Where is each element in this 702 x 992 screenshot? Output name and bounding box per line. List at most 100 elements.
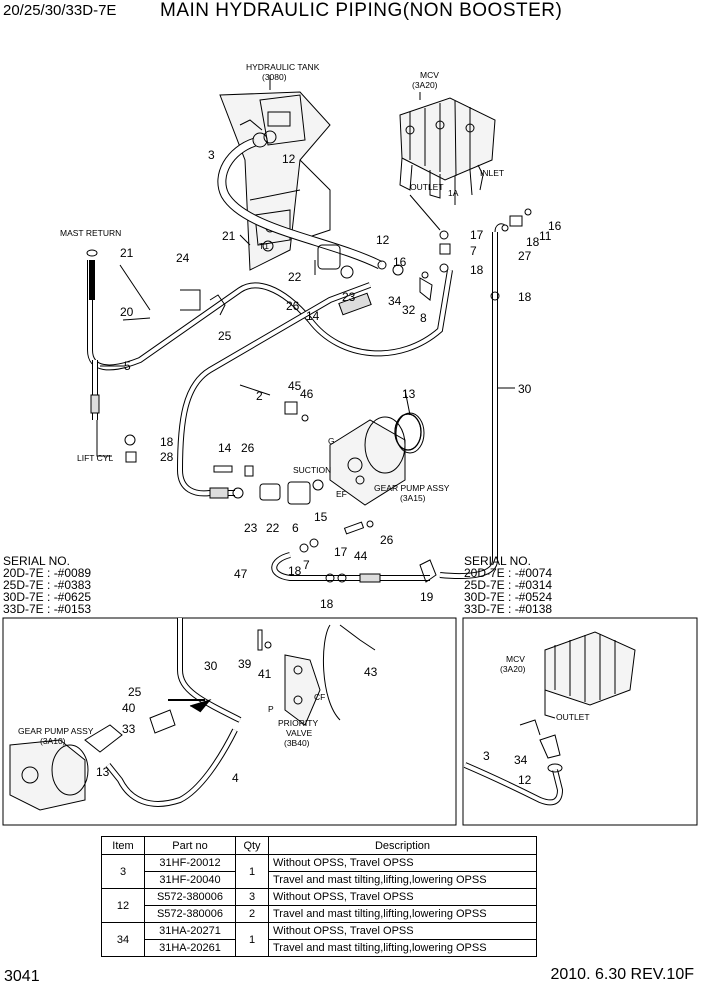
callout-22: 22 bbox=[266, 521, 280, 535]
callout-30: 30 bbox=[518, 382, 532, 396]
cell-qty: 2 bbox=[235, 905, 269, 923]
callout-27: 27 bbox=[518, 249, 532, 263]
table-row: S572-380006 2 Travel and mast tilting,li… bbox=[102, 905, 537, 923]
callout-17: 17 bbox=[334, 545, 348, 559]
revision-date: 2010. 6.30 REV.10F bbox=[550, 966, 694, 983]
inset-callout-33: 33 bbox=[122, 722, 136, 736]
table-row: 34 31HA-20271 1 Without OPSS, Travel OPS… bbox=[101, 922, 537, 957]
gear-pump-inset-code: (3A10) bbox=[40, 736, 66, 746]
port-t1-label: T1 bbox=[259, 241, 269, 251]
outlet-label: OUTLET bbox=[410, 182, 444, 192]
serial-line: 33D-7E : -#0153 bbox=[3, 602, 92, 616]
table-header-row: Item Part no Qty Description bbox=[101, 836, 537, 855]
inset-mcv-code: (3A20) bbox=[500, 664, 526, 674]
callout-18: 18 bbox=[288, 564, 302, 578]
priority-valve-code: (3B40) bbox=[284, 738, 310, 748]
callout-23: 23 bbox=[342, 290, 356, 304]
cell-part: 31HA-20271 bbox=[144, 922, 236, 940]
col-description: Description bbox=[268, 836, 537, 855]
port-g-label: G bbox=[328, 436, 335, 446]
port-p-label: P bbox=[268, 704, 274, 714]
callout-2: 2 bbox=[256, 389, 263, 403]
mast-return-label: MAST RETURN bbox=[60, 228, 121, 238]
inset-callout-43: 43 bbox=[364, 665, 378, 679]
callout-8: 8 bbox=[420, 311, 427, 325]
table-row: 12 S572-380006 3 Without OPSS, Travel OP… bbox=[101, 888, 537, 923]
callout-20: 20 bbox=[120, 305, 134, 319]
gear-pump-inset-label: GEAR PUMP ASSY bbox=[18, 726, 94, 736]
callout-13: 13 bbox=[402, 387, 416, 401]
table-row: 31HA-20261 Travel and mast tilting,lifti… bbox=[102, 939, 537, 957]
callout-28: 28 bbox=[160, 450, 174, 464]
callout-34: 34 bbox=[388, 294, 402, 308]
hydraulic-tank-drawing bbox=[219, 91, 331, 271]
callout-14: 14 bbox=[218, 441, 232, 455]
o-ring-13 bbox=[394, 413, 422, 451]
cell-desc: Travel and mast tilting,lifting,lowering… bbox=[268, 871, 537, 889]
hydraulic-tank-label: HYDRAULIC TANK bbox=[246, 62, 320, 72]
serial-line: 25D-7E : -#0314 bbox=[464, 578, 553, 592]
callout-18: 18 bbox=[320, 597, 334, 611]
callout-47: 47 bbox=[234, 567, 248, 581]
callout-26: 26 bbox=[380, 533, 394, 547]
callout-19: 19 bbox=[420, 590, 434, 604]
model-code: 20/25/30/33D-7E bbox=[3, 2, 117, 19]
callout-14: 14 bbox=[306, 309, 320, 323]
table-row: 31HF-20040 Travel and mast tilting,lifti… bbox=[102, 871, 537, 889]
cell-desc: Without OPSS, Travel OPSS bbox=[268, 888, 537, 906]
callout-25: 25 bbox=[218, 329, 232, 343]
callout-32: 32 bbox=[402, 303, 416, 317]
cell-item: 12 bbox=[101, 888, 145, 923]
callout-24: 24 bbox=[176, 251, 190, 265]
cell-part: 31HF-20012 bbox=[144, 854, 236, 872]
gear-pump-code: (3A15) bbox=[400, 493, 426, 503]
callout-18: 18 bbox=[160, 435, 174, 449]
inset-mcv-label: MCV bbox=[506, 654, 525, 664]
cell-desc: Without OPSS, Travel OPSS bbox=[268, 922, 537, 940]
callout-16: 16 bbox=[548, 219, 562, 233]
inset-callout-13: 13 bbox=[96, 765, 110, 779]
callout-23: 23 bbox=[244, 521, 258, 535]
mcv-valve-drawing bbox=[399, 97, 496, 205]
inset-box-right bbox=[462, 617, 698, 826]
cell-qty: 3 bbox=[235, 888, 269, 906]
inset-right-callout-12: 12 bbox=[518, 773, 532, 787]
cell-desc: Travel and mast tilting,lifting,lowering… bbox=[268, 939, 537, 957]
mcv-code: (3A20) bbox=[412, 80, 438, 90]
callout-12: 12 bbox=[376, 233, 390, 247]
callout-5: 5 bbox=[124, 359, 131, 373]
priority-valve-label-2: VALVE bbox=[286, 728, 312, 738]
inset-callout-30: 30 bbox=[204, 659, 218, 673]
callout-22: 22 bbox=[288, 270, 302, 284]
inset-callout-40: 40 bbox=[122, 701, 136, 715]
serial-number-left: SERIAL NO. 20D-7E : -#0089 25D-7E : -#03… bbox=[3, 555, 91, 615]
callout-16: 16 bbox=[393, 255, 407, 269]
cell-desc: Without OPSS, Travel OPSS bbox=[268, 854, 537, 872]
cell-part: 31HF-20040 bbox=[144, 871, 236, 889]
cell-item: 34 bbox=[101, 922, 145, 957]
serial-line: 20D-7E : -#0089 bbox=[3, 566, 92, 580]
callout-6: 6 bbox=[292, 521, 299, 535]
callout-11: 11 bbox=[539, 229, 552, 243]
cell-qty: 1 bbox=[235, 922, 269, 957]
callout-18: 18 bbox=[526, 235, 540, 249]
port-ef-label: EF bbox=[336, 489, 347, 499]
flange-22 bbox=[317, 244, 341, 270]
serial-title: SERIAL NO. bbox=[464, 554, 531, 568]
callout-45: 45 bbox=[288, 379, 302, 393]
parts-table: Item Part no Qty Description 3 31HF-2001… bbox=[101, 836, 537, 957]
serial-line: 30D-7E : -#0524 bbox=[464, 590, 553, 604]
serial-title: SERIAL NO. bbox=[3, 554, 70, 568]
inset-callout-4: 4 bbox=[232, 771, 239, 785]
callout-7: 7 bbox=[470, 244, 477, 258]
cell-item: 3 bbox=[101, 854, 145, 889]
inlet-label: INLET bbox=[480, 168, 504, 178]
callout-44: 44 bbox=[354, 549, 368, 563]
callout-17: 17 bbox=[470, 228, 484, 242]
callout-21: 21 bbox=[222, 229, 236, 243]
page-title: MAIN HYDRAULIC PIPING(NON BOOSTER) bbox=[160, 0, 563, 21]
callout-26: 26 bbox=[241, 441, 255, 455]
serial-line: 30D-7E : -#0625 bbox=[3, 590, 92, 604]
port-cf-label: CF bbox=[314, 692, 325, 702]
